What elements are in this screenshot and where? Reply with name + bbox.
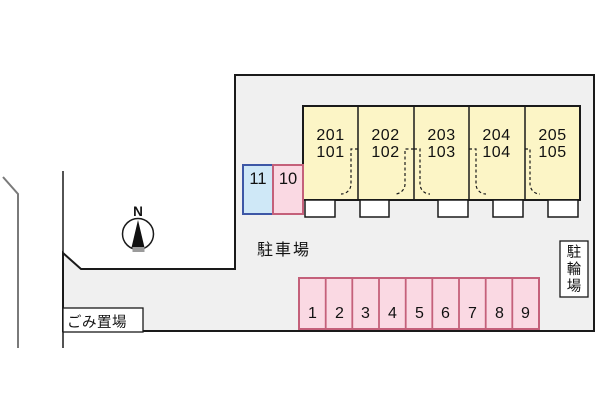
spot-number-9: 9 [521, 305, 530, 322]
spot-number-10: 10 [278, 170, 298, 188]
door-swing-dashed [394, 148, 414, 195]
unit-label-204-104: 204 104 [469, 127, 524, 161]
door-swing-dashed [414, 148, 431, 195]
bicycle-parking-char-1: 駐 [566, 245, 582, 261]
door-swing-dashed [340, 148, 358, 195]
bicycle-parking-char-3: 場 [566, 279, 582, 295]
unit-lower-number: 102 [371, 143, 400, 161]
spot-number-3: 3 [361, 305, 370, 322]
door-swing-dashed [525, 148, 541, 195]
road-edge-gray [2, 176, 19, 348]
unit-upper-number: 201 [316, 127, 345, 144]
porch [437, 199, 469, 218]
parking-spot-11 [242, 164, 274, 215]
unit-lower-number: 104 [482, 143, 511, 161]
unit-upper-number: 205 [538, 127, 567, 144]
compass-needle [131, 220, 145, 248]
compass-needle-base [132, 247, 145, 252]
porch [359, 199, 390, 218]
unit-lower-number: 101 [316, 143, 345, 161]
unit-lower-number: 105 [538, 143, 567, 161]
spot-number-7: 7 [468, 305, 477, 322]
unit-label-205-105: 205 105 [525, 127, 580, 161]
building [302, 105, 581, 201]
porch [304, 199, 336, 218]
spot-number-11: 11 [249, 170, 267, 188]
bicycle-parking-box [559, 240, 589, 298]
spot-number-5: 5 [415, 305, 424, 322]
garbage-area-box [62, 307, 144, 333]
unit-label-203-103: 203 103 [414, 127, 469, 161]
spot-number-2: 2 [335, 305, 344, 322]
porch [547, 199, 579, 218]
unit-upper-number: 202 [371, 127, 400, 144]
spot-number-1: 1 [308, 305, 317, 322]
spot-number-6: 6 [441, 305, 450, 322]
garbage-area-label: ごみ置場 [67, 315, 127, 331]
parking-lot-label: 駐車場 [257, 242, 312, 259]
unit-upper-number: 203 [427, 127, 456, 144]
spot-number-4: 4 [388, 305, 397, 322]
unit-upper-number: 204 [482, 127, 511, 144]
bicycle-parking-char-2: 輪 [566, 262, 582, 278]
north-label: N [133, 204, 143, 219]
unit-label-202-102: 202 102 [358, 127, 413, 161]
spot-number-8: 8 [495, 305, 504, 322]
parking-spot-10 [272, 164, 304, 215]
unit-label-201-101: 201 101 [303, 127, 358, 161]
porch [492, 199, 524, 218]
door-swing-dashed [469, 148, 487, 195]
parking-row [298, 277, 540, 330]
unit-lower-number: 103 [427, 143, 456, 161]
